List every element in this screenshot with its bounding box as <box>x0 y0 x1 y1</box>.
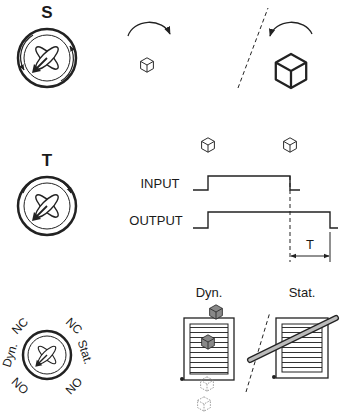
knob-scale-label: NC <box>64 316 85 337</box>
mode-caption: Dyn. <box>196 286 223 299</box>
mode-caption: Stat. <box>289 286 316 299</box>
knob-scale-label: Dyn. <box>0 341 19 368</box>
dimension-label: T <box>306 238 314 251</box>
sensitivity-range-icons <box>128 8 312 88</box>
signal-name: OUTPUT <box>129 214 182 227</box>
knob-scale-label: Stat. <box>75 338 94 365</box>
knob-scale-label: NO <box>63 375 84 396</box>
knob-scale-label: NO <box>9 375 30 396</box>
knob-letter: S <box>41 4 52 21</box>
dynamic-door-icon <box>180 305 234 411</box>
sensitivity-knob <box>18 29 76 87</box>
mode-knob <box>23 331 71 379</box>
static-door-icon <box>250 318 336 379</box>
knob-scale-label: NC <box>10 316 31 337</box>
timing-diagram <box>193 138 338 262</box>
signal-name: INPUT <box>141 177 180 190</box>
time-knob <box>18 177 76 235</box>
knob-letter: T <box>42 152 52 169</box>
